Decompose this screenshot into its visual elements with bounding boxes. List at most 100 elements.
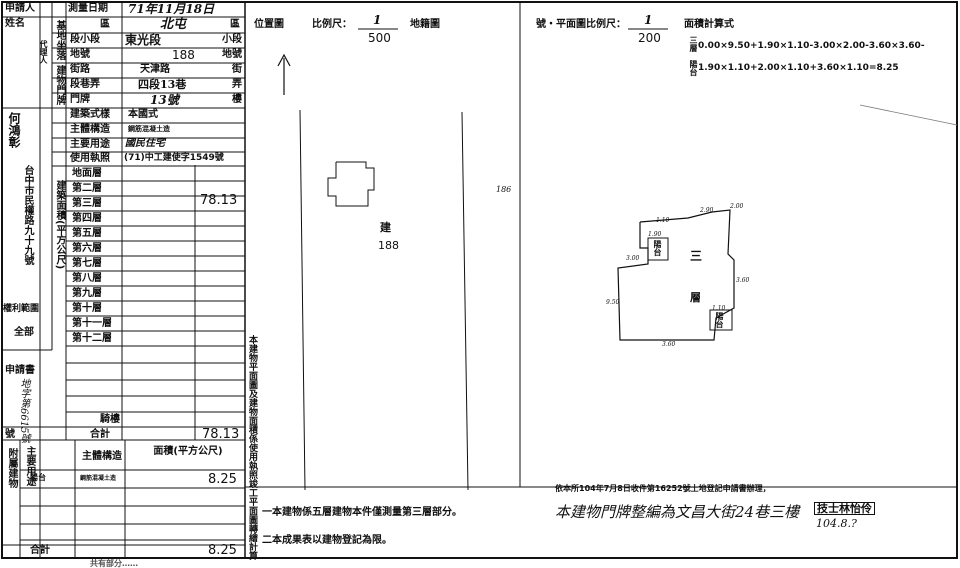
note-1: 一本建物係五層建物本件僅測量第三層部分。	[262, 507, 462, 518]
building-site-label: 基地坐落	[54, 20, 65, 60]
attached-structure-label: 主體構造	[82, 451, 122, 462]
floor-name-2: 層	[690, 291, 701, 304]
floor-row-label: 第十一層	[72, 318, 112, 329]
street-suffix: 街	[232, 64, 242, 75]
section-label: 段小段	[70, 34, 100, 45]
plan-scale-den: 200	[638, 31, 661, 45]
survey-date-value: 71年11月18日	[128, 2, 215, 16]
lot-suffix: 地號	[222, 49, 242, 60]
lot-value: 188	[172, 48, 195, 62]
owner-address: 台中市民權路九十九號	[22, 165, 33, 265]
note-3-line-1: 依本所104年7月8日收件第16252號土地登記申請書辦理，	[555, 484, 771, 493]
attached-label: 附屬建物	[6, 448, 17, 488]
lane-label: 段巷弄	[70, 79, 100, 90]
neighbor-lot: 186	[496, 185, 512, 194]
calc-floor-formula: 0.00×9.50+1.90×1.10-3.00×2.00-3.60×3.60-	[698, 41, 925, 51]
application-label: 申請書	[5, 365, 35, 376]
dimension-label: 3.60	[736, 277, 750, 284]
attached-total-value: 8.25	[208, 543, 237, 558]
area-header: 面積(平方公尺)	[153, 446, 223, 457]
bottom-cutoff: 共有部分……	[90, 559, 138, 568]
permit-value: (71)中工建使字1549號	[124, 153, 224, 163]
street-value: 天津路	[140, 64, 170, 75]
floor3-area: 78.13	[200, 193, 238, 208]
lane-suffix: 弄	[232, 79, 242, 90]
number-label: 門牌	[70, 94, 90, 105]
total-value: 78.13	[202, 427, 240, 442]
lot-mark-num: 188	[378, 239, 399, 252]
note-2: 二本成果表以建物登記為限。	[262, 535, 392, 546]
floor-row-label: 第四層	[72, 213, 102, 224]
calc-floor-label: 三層	[689, 36, 698, 52]
survey-date-label: 測量日期	[68, 3, 108, 14]
district-label: 區	[100, 19, 110, 30]
number-value: 13號	[150, 93, 179, 107]
structure-label: 主體構造	[70, 124, 110, 135]
plan-scale-num: 1	[644, 13, 653, 27]
scale-label: 比例尺：	[312, 19, 352, 30]
floor-row-label: 第三層	[72, 198, 102, 209]
district-suffix: 區	[230, 19, 240, 30]
total-label-left: 號	[5, 429, 15, 440]
calc-balcony-formula: 1.90×1.10+2.00×1.10+3.60×1.10=8.25	[698, 63, 899, 73]
floor-name-1: 三	[690, 249, 703, 263]
dimension-label: 1.10	[712, 305, 726, 312]
lot-label: 地號	[70, 49, 90, 60]
dimension-label: 3.00	[626, 255, 640, 262]
lane-value: 四段13巷	[138, 78, 187, 91]
street-label: 街路	[70, 64, 90, 75]
surveyor-stamp: 技士林怡伶	[814, 502, 875, 515]
floor-row-label: 第七層	[72, 258, 102, 269]
dimension-label: 2.00	[730, 203, 744, 210]
dimension-label: 9.50	[606, 299, 620, 306]
balcony-1: 陽台	[653, 240, 662, 256]
use-value: 國民住宅	[125, 138, 165, 149]
floor-row-label: 第十二層	[72, 333, 112, 344]
attached-row-structure: 鋼筋混凝土造	[80, 475, 117, 482]
cadastral-label: 地籍圖	[410, 19, 440, 30]
calc-balcony-label: 陽台	[689, 60, 698, 76]
floor-row-label: 第二層	[72, 183, 102, 194]
applicant-label: 申請人	[5, 3, 35, 14]
lot-mark-char: 建	[380, 221, 391, 234]
section-value: 東光段	[125, 33, 162, 47]
attached-row-use: 陽台	[30, 473, 46, 482]
floor-row-label: 第九層	[72, 288, 102, 299]
building-area-label: 建築面積(平方公尺)	[54, 180, 65, 270]
note-vertical: 本建物平面圖及建物面積係使用執照竣工平面圖轉繪計算	[247, 335, 257, 560]
dimension-label: 1.90	[648, 231, 662, 238]
floor-row-label: 第五層	[72, 228, 102, 239]
floor-row-label: 第六層	[72, 243, 102, 254]
attached-use-label: 主要用途	[24, 446, 35, 486]
dimension-label: 1.10	[656, 217, 670, 224]
floor-row-label: 第十層	[72, 303, 102, 314]
location-scale-den: 500	[368, 31, 391, 45]
scope-label: 權利範圍	[3, 304, 40, 314]
dimension-label: 2.90	[700, 207, 714, 214]
building-number-label: 建物門牌	[54, 65, 65, 105]
owner-name: 何鴻彰	[7, 112, 21, 148]
area-calc-label: 面積計算式	[684, 19, 734, 30]
stamp-date: 104.8.?	[816, 517, 857, 530]
number-suffix: 樓	[232, 94, 242, 105]
agent-label: 代理人	[39, 40, 48, 64]
subsection-suffix: 小段	[222, 34, 242, 45]
name-label: 姓名	[5, 18, 25, 29]
floor-row-label: 地面層	[72, 168, 102, 179]
permit-label: 使用執照	[70, 153, 110, 164]
style-value: 本國式	[128, 109, 158, 120]
attached-row-area: 8.25	[208, 472, 237, 487]
application-value: 地字第6615號	[18, 378, 29, 444]
annex-label: 騎樓	[100, 414, 120, 425]
floor-row-label: 第八層	[72, 273, 102, 284]
floor-plan-label: 號・平面圖比例尺：	[536, 19, 626, 30]
location-map-label: 位置圖	[254, 19, 284, 30]
note-3-line-2: 本建物門牌整編為文昌大街24巷三樓	[555, 503, 800, 521]
location-scale-num: 1	[373, 13, 382, 27]
district-value: 北屯	[160, 17, 187, 32]
use-label: 主要用途	[70, 139, 110, 150]
attached-total-label: 合計	[30, 545, 50, 556]
structure-value: 鋼筋混凝土造	[128, 125, 170, 133]
balcony-2: 陽台	[715, 312, 724, 328]
